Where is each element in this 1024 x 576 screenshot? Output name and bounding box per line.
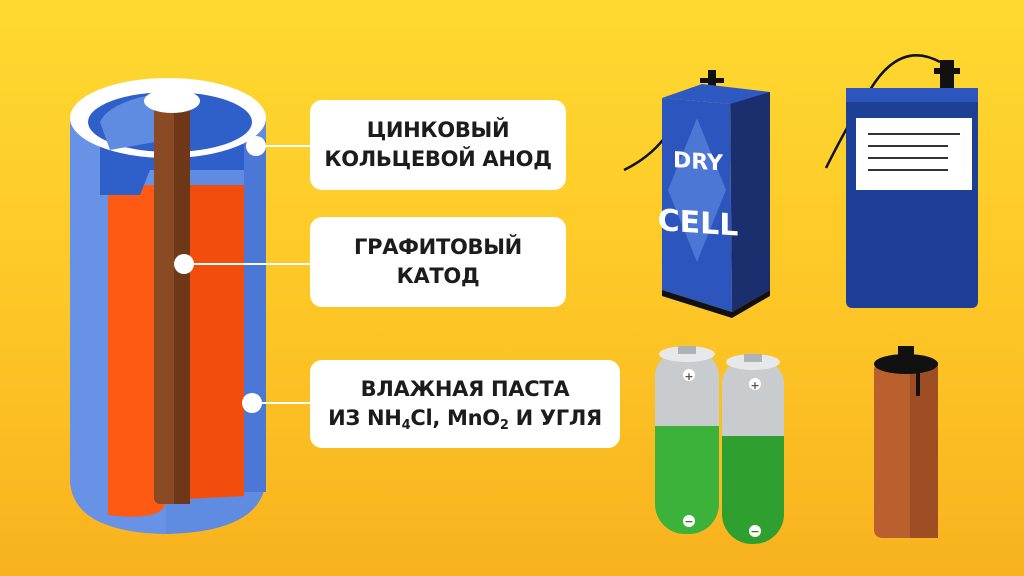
green-cell-right-plus-circle (749, 378, 761, 390)
label-zinc-anode-line1: ЦИНКОВЫЙ (366, 118, 510, 142)
label-zinc-anode: ЦИНКОВЫЙ КОЛЬЦЕВОЙ АНОД (310, 100, 566, 190)
label-wet-paste: ВЛАЖНАЯ ПАСТА ИЗ NH4Cl, MnO2 И УГЛЯ (310, 360, 620, 448)
green-cell-right-minus-circle (749, 525, 761, 537)
green-cell-left: + − (655, 346, 719, 534)
copper-cell (874, 346, 938, 538)
label-graphite-cathode: ГРАФИТОВЫЙ КАТОД (310, 217, 566, 307)
label-graphite-cathode-line2: КАТОД (396, 264, 480, 288)
label-wet-paste-line2: ИЗ NH4Cl, MnO2 И УГЛЯ (328, 404, 602, 433)
battery-terminal-cap (700, 78, 724, 83)
green-cell-left-plus-circle (683, 369, 695, 381)
paste-formula-part-2: Cl, MnO (410, 406, 500, 430)
lantern-label (856, 118, 972, 190)
green-cell-left-band (655, 400, 719, 426)
lantern-battery (824, 54, 978, 308)
green-cell-right-minus-icon: − (750, 525, 759, 538)
green-cell-right-band (722, 410, 784, 436)
green-cell-left-minus-icon: − (684, 515, 693, 528)
green-cell-left-plus-icon: + (684, 370, 693, 383)
green-cell-right-plus-icon: + (750, 379, 759, 392)
dry-cell-battery: DRY CELL (623, 70, 770, 318)
label-graphite-cathode-line1: ГРАФИТОВЫЙ (354, 235, 522, 259)
paste-dot (242, 393, 262, 413)
label-zinc-anode-line2: КОЛЬЦЕВОЙ АНОД (324, 147, 552, 171)
battery-text-cell: CELL (658, 203, 739, 244)
paste-formula-sub-2: 2 (499, 418, 509, 433)
copper-cell-terminal (898, 346, 914, 364)
copper-cell-shade (910, 362, 938, 538)
green-cell-left-minus-circle (683, 515, 695, 527)
label-wet-paste-line1: ВЛАЖНАЯ ПАСТА (360, 377, 570, 401)
cutaway-cell (70, 78, 310, 534)
lantern-terminal-cap (934, 68, 960, 74)
lantern-terminal (940, 60, 954, 90)
paste-formula-sub-1: 4 (401, 418, 411, 433)
battery-side (730, 90, 770, 312)
paste-formula-part-1: ИЗ NH (328, 406, 402, 430)
battery-top (662, 84, 770, 104)
battery-base (662, 290, 770, 318)
battery-diamond (668, 118, 726, 262)
paste-formula-part-3: И УГЛЯ (508, 406, 603, 430)
graphite-rod-top (144, 89, 200, 113)
green-cell-right-nub (744, 354, 762, 362)
anode-dot (246, 136, 266, 156)
green-cell-left-nub (678, 346, 696, 354)
lantern-top-band (846, 88, 978, 102)
cathode-dot (174, 254, 194, 274)
graphite-rod-shade (174, 100, 190, 504)
green-cell-right: + − (722, 354, 784, 544)
battery-text-dry: DRY (673, 148, 724, 177)
zinc-cut-edge (244, 140, 266, 492)
